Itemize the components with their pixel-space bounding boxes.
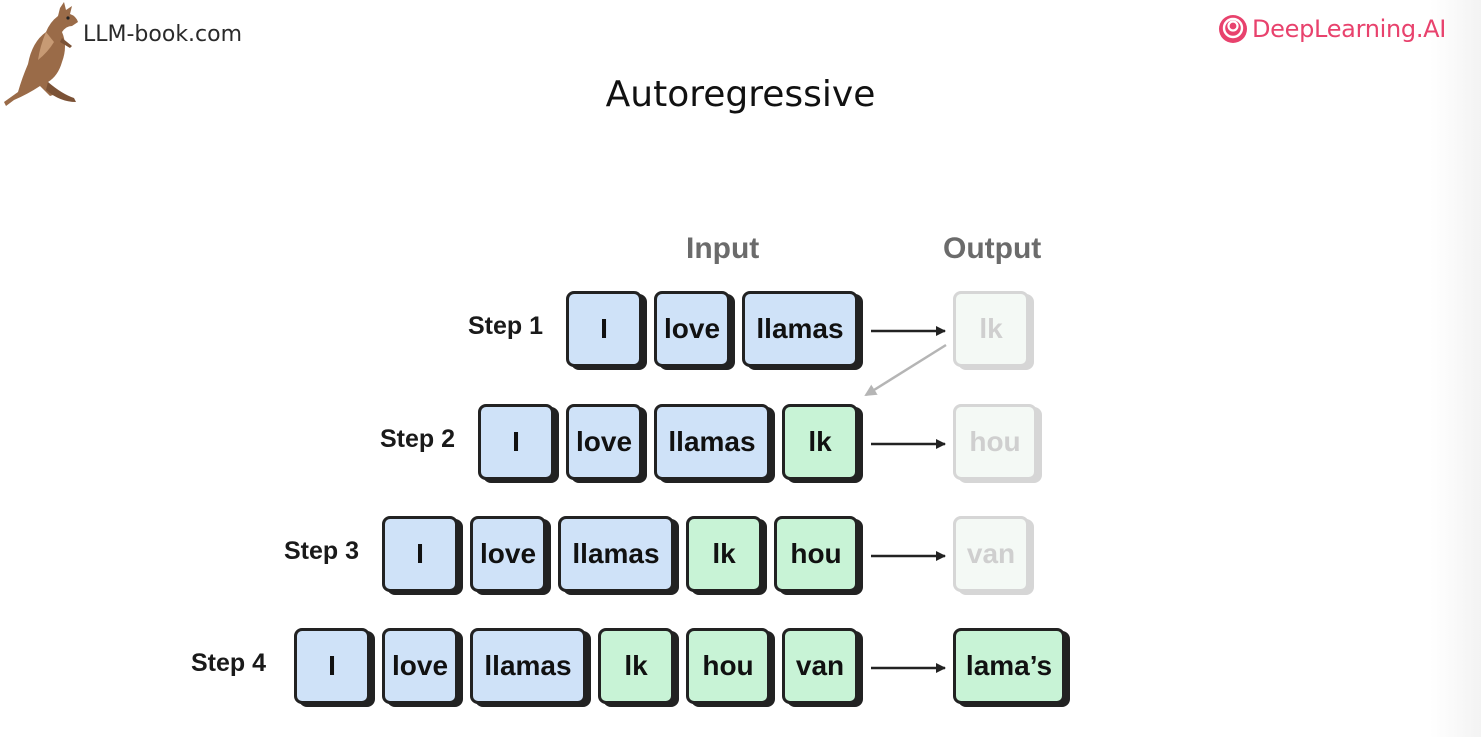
deeplearning-logo-icon — [1219, 15, 1247, 43]
input-token: llamas — [654, 404, 770, 480]
output-token: lk — [953, 291, 1029, 367]
input-token: I — [294, 628, 370, 704]
input-token: love — [470, 516, 546, 592]
generated-input-token: lk — [686, 516, 762, 592]
site-label: LLM-book.com — [83, 22, 243, 47]
input-column-header: Input — [686, 232, 760, 265]
input-token: llamas — [558, 516, 674, 592]
step-label: Step 3 — [284, 537, 360, 565]
step-label: Step 2 — [380, 425, 456, 453]
input-token: llamas — [470, 628, 586, 704]
generated-input-token: hou — [774, 516, 858, 592]
input-token: love — [566, 404, 642, 480]
page-title: Autoregressive — [605, 74, 876, 115]
input-token: love — [382, 628, 458, 704]
kangaroo-logo — [4, 2, 78, 106]
brand: DeepLearning.AI — [1218, 14, 1446, 44]
step-label: Step 1 — [468, 312, 544, 340]
brand-label: DeepLearning.AI — [1252, 15, 1447, 43]
generated-input-token: van — [782, 628, 858, 704]
feedback-arrow — [864, 343, 947, 397]
output-token: lama’s — [953, 628, 1065, 704]
generated-input-token: lk — [598, 628, 674, 704]
generated-input-token: lk — [782, 404, 858, 480]
input-token: I — [382, 516, 458, 592]
output-column-header: Output — [943, 232, 1042, 265]
generated-input-token: hou — [686, 628, 770, 704]
input-token: I — [478, 404, 554, 480]
input-token: love — [654, 291, 730, 367]
output-token: hou — [953, 404, 1037, 480]
step-label: Step 4 — [191, 649, 267, 677]
output-token: van — [953, 516, 1029, 592]
input-token: I — [566, 291, 642, 367]
input-token: llamas — [742, 291, 858, 367]
